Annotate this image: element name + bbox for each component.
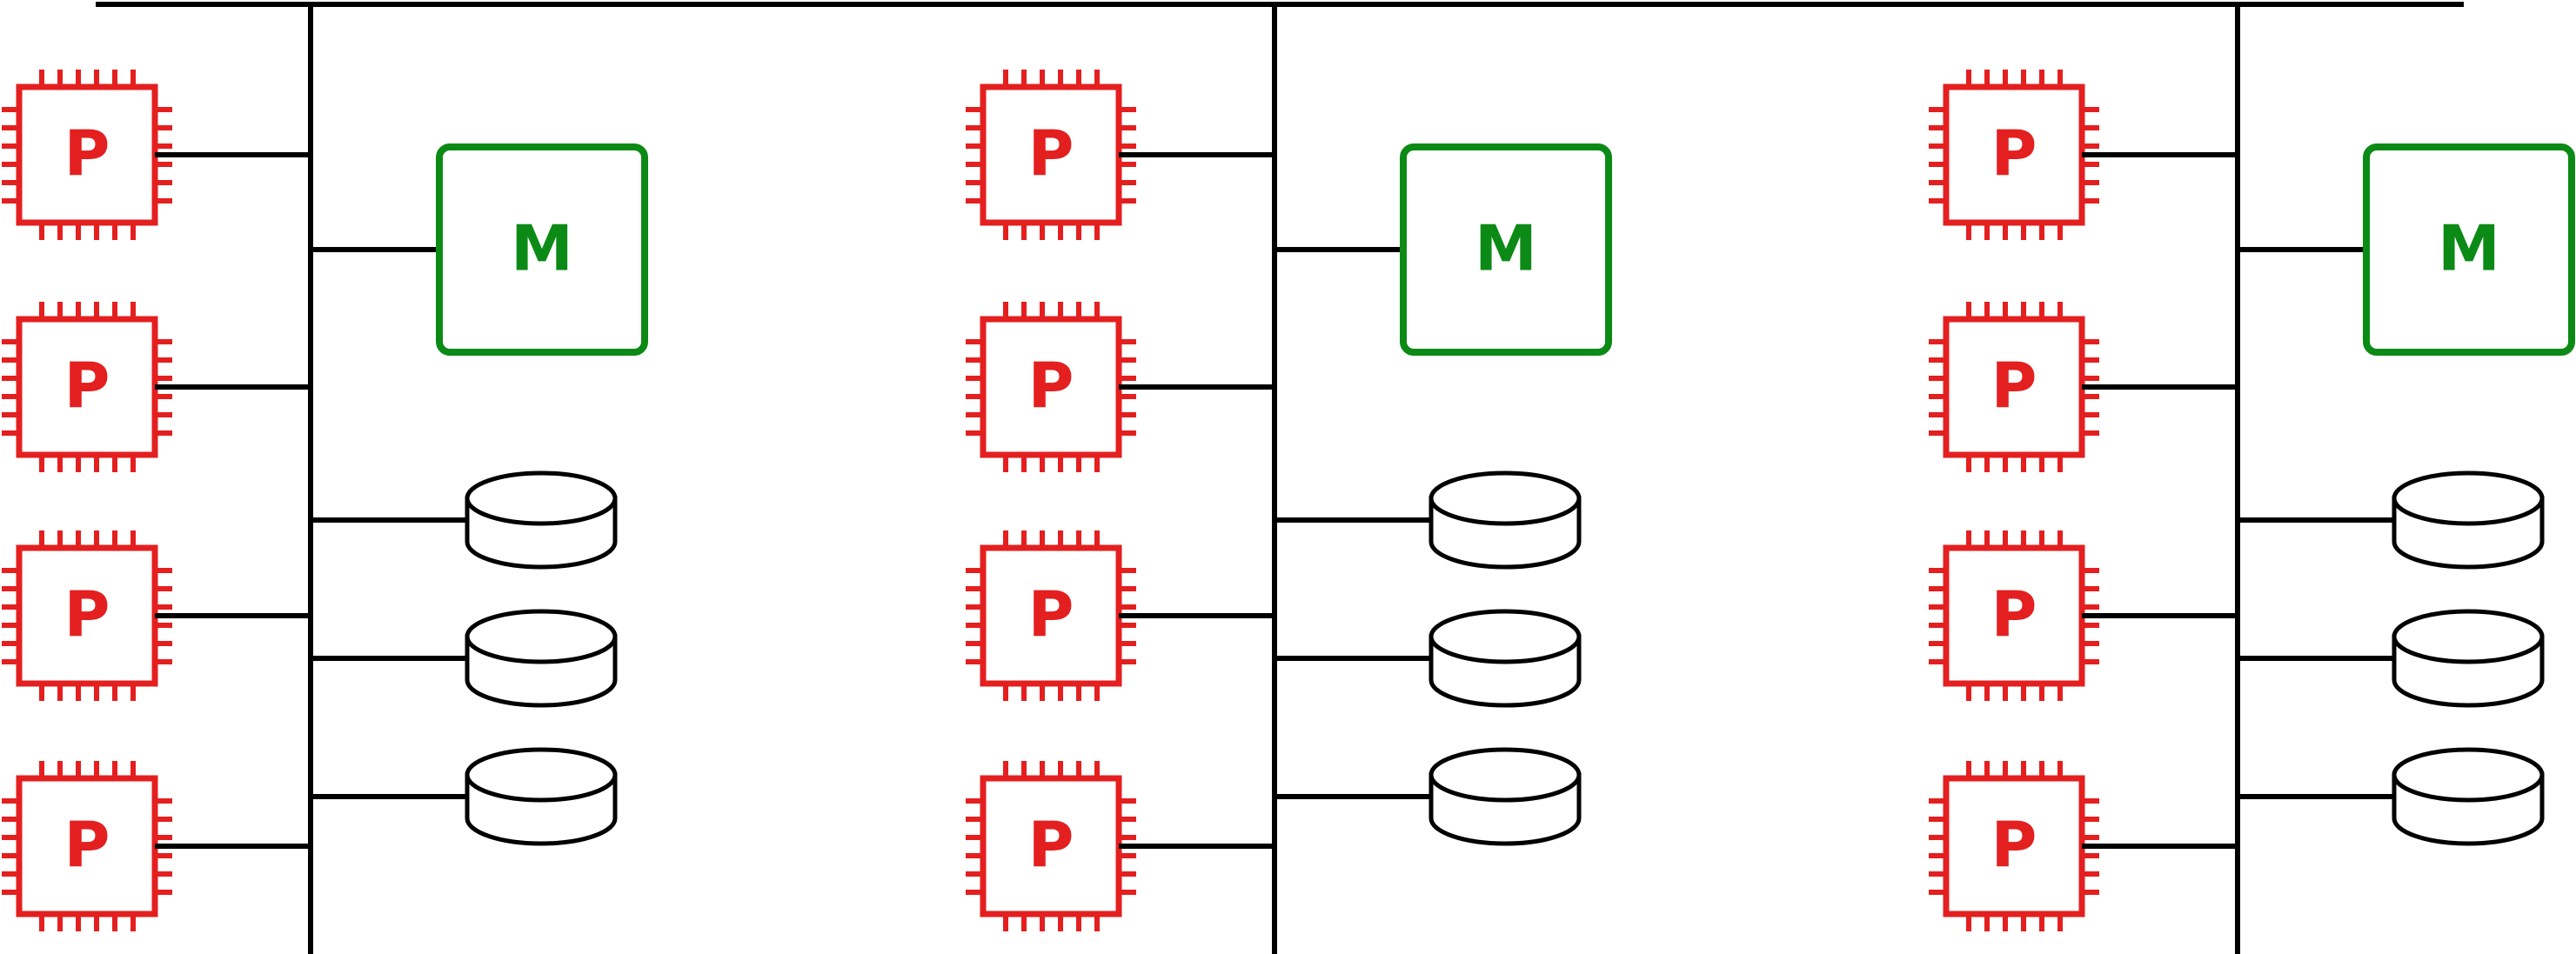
processor-label: P	[64, 809, 110, 882]
disk-top	[1429, 470, 1582, 526]
memory-body	[1400, 143, 1612, 356]
disk-cylinder-icon	[465, 470, 618, 570]
disk-cylinder-icon	[2392, 470, 2545, 570]
disk-top	[465, 747, 618, 803]
processor-label: P	[1028, 350, 1074, 423]
disk-top	[2392, 609, 2545, 664]
processor-body	[980, 316, 1122, 458]
processor-label: P	[1991, 578, 2037, 651]
processor-chip-icon: P	[1929, 530, 2099, 701]
memory-label: M	[511, 212, 573, 285]
processor-chip-icon: P	[966, 70, 1136, 240]
nodes-layer: P P P P M P P P P M P P P P M	[2, 4, 2575, 954]
memory-label: M	[1475, 212, 1537, 285]
disk-cylinder-icon	[2392, 747, 2545, 846]
processor-label: P	[1028, 809, 1074, 882]
processor-chip-icon: P	[1929, 302, 2099, 472]
node-1: P P P P M	[2, 4, 648, 954]
memory-label: M	[2438, 212, 2500, 285]
processor-chip-icon: P	[2, 761, 172, 931]
processor-label: P	[64, 578, 110, 651]
disk-top	[1429, 747, 1582, 803]
processor-chip-icon: P	[2, 302, 172, 472]
processor-label: P	[64, 350, 110, 423]
processor-body	[980, 83, 1122, 226]
processor-label: P	[1991, 809, 2037, 882]
processor-chip-icon: P	[966, 302, 1136, 472]
processor-label: P	[1991, 117, 2037, 190]
processor-label: P	[1028, 578, 1074, 651]
processor-body	[1943, 775, 2085, 917]
processor-body	[980, 775, 1122, 917]
memory-module-icon: M	[436, 143, 648, 356]
disk-cylinder-icon	[1429, 470, 1582, 570]
memory-module-icon: M	[2363, 143, 2575, 356]
processor-body	[16, 775, 158, 917]
processor-chip-icon: P	[2, 530, 172, 701]
disk-cylinder-icon	[1429, 609, 1582, 708]
processor-chip-icon: P	[966, 530, 1136, 701]
disk-top	[465, 609, 618, 664]
processor-body	[16, 83, 158, 226]
memory-body	[436, 143, 648, 356]
processor-chip-icon: P	[1929, 761, 2099, 931]
disk-cylinder-icon	[2392, 609, 2545, 708]
disk-top	[2392, 747, 2545, 803]
processor-label: P	[64, 117, 110, 190]
disk-top	[1429, 609, 1582, 664]
disk-top	[465, 470, 618, 526]
processor-body	[16, 316, 158, 458]
memory-body	[2363, 143, 2575, 356]
disk-cylinder-icon	[465, 609, 618, 708]
disk-cylinder-icon	[465, 747, 618, 846]
processor-chip-icon: P	[1929, 70, 2099, 240]
processor-label: P	[1028, 117, 1074, 190]
disk-cylinder-icon	[1429, 747, 1582, 846]
node-2: P P P P M	[966, 4, 1612, 954]
processor-chip-icon: P	[966, 761, 1136, 931]
processor-chip-icon: P	[2, 70, 172, 240]
node-3: P P P P M	[1929, 4, 2575, 954]
disk-top	[2392, 470, 2545, 526]
processor-body	[980, 544, 1122, 687]
processor-label: P	[1991, 350, 2037, 423]
memory-module-icon: M	[1400, 143, 1612, 356]
